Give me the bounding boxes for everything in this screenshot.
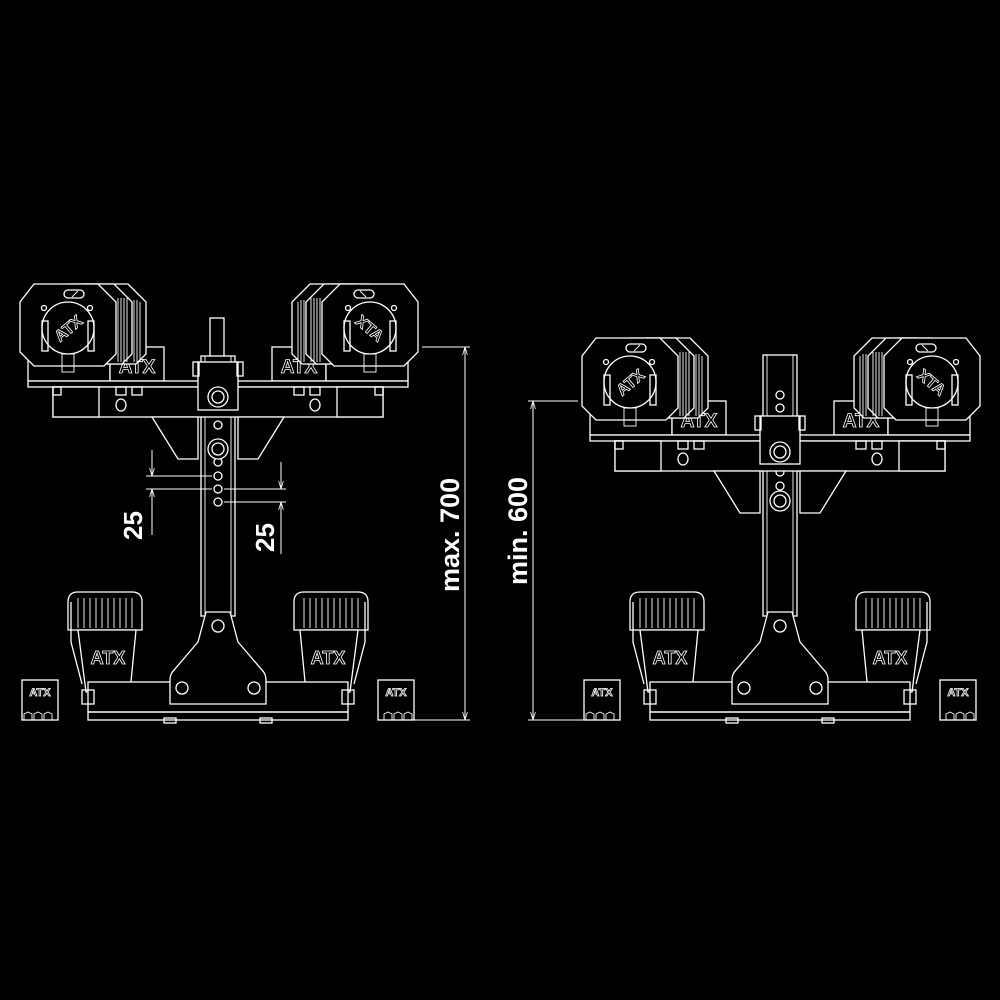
min-height-dimension bbox=[528, 400, 584, 721]
base-assembly bbox=[21, 591, 415, 724]
weight-plate-right bbox=[853, 337, 981, 427]
weight-plate-right bbox=[291, 283, 419, 373]
hole-spacing-dimension-right bbox=[224, 462, 286, 554]
base-assembly bbox=[583, 591, 977, 724]
max-height-view: 25 25 max. 700 bbox=[19, 283, 470, 724]
hole-spacing-dimension-left bbox=[146, 450, 212, 535]
weight-plate-left bbox=[581, 337, 709, 427]
max-height-dimension bbox=[414, 346, 470, 721]
weight-plate-left bbox=[19, 283, 147, 373]
min-height-view: min. 600 bbox=[503, 337, 981, 724]
min-height-label: min. 600 bbox=[503, 477, 533, 585]
pin-knob-icon bbox=[207, 386, 229, 408]
vertical-column bbox=[762, 354, 798, 617]
column-top-extension bbox=[209, 317, 225, 359]
max-height-label: max. 700 bbox=[435, 478, 465, 592]
pin-knob-icon bbox=[207, 438, 229, 460]
hole-spacing-label-left: 25 bbox=[118, 511, 148, 540]
pin-knob-icon bbox=[769, 441, 791, 463]
hole-spacing-label-right: 25 bbox=[250, 523, 280, 552]
pin-knob-icon bbox=[769, 490, 791, 512]
